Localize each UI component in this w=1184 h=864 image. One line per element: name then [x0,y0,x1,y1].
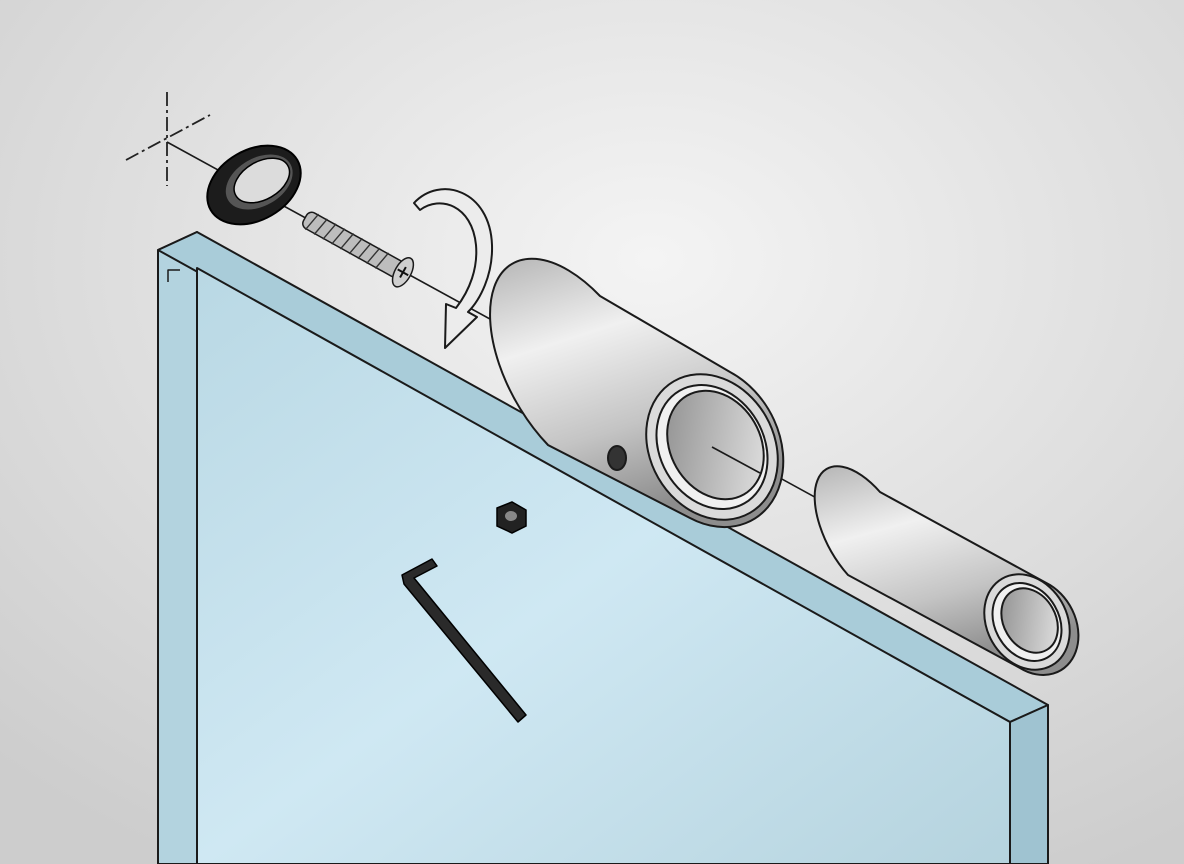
small-sleeve [813,465,1080,676]
glass-front-face [196,267,1011,864]
corner-mark [167,269,180,282]
center-axis-inner [711,446,761,474]
glass-side-face [157,231,198,864]
glass-panel [157,231,1049,864]
set-screw-hole [607,445,627,471]
hex-nut [496,501,527,534]
screw [302,211,415,288]
glass-right-edge [1009,704,1049,864]
crosshair-mark [125,92,211,186]
end-cap-ring [206,144,302,226]
allen-key [401,558,527,723]
rotation-arrow-icon [413,188,494,349]
